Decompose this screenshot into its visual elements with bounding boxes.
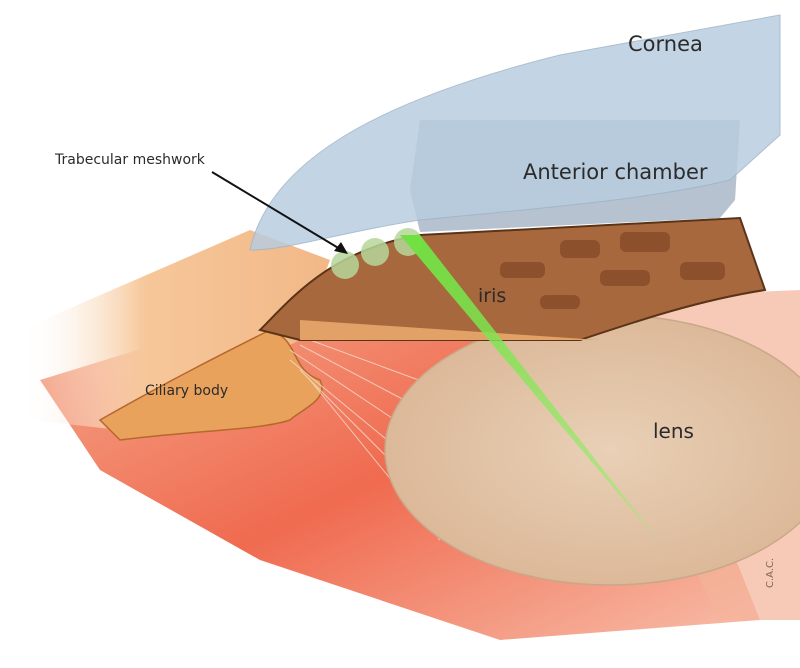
arrowhead-icon — [334, 242, 348, 254]
laser-beam — [400, 235, 662, 545]
iris-underside — [300, 320, 600, 340]
anterior-chamber-label: Anterior chamber — [523, 160, 708, 184]
cornea-shape — [249, 14, 781, 251]
cornea-label: Cornea — [628, 32, 703, 56]
artist-signature: C.A.C. — [765, 557, 776, 588]
iris-label: iris — [478, 285, 507, 307]
ciliary-body — [98, 329, 323, 441]
ciliary-body-label: Ciliary body — [145, 383, 229, 399]
trabecular-meshwork-label: Trabecular meshwork — [55, 152, 205, 168]
trabecular-pointer-arrow — [211, 171, 346, 253]
sclera-region — [20, 230, 330, 430]
lens-label: lens — [653, 419, 694, 443]
iris-texture — [500, 232, 725, 309]
